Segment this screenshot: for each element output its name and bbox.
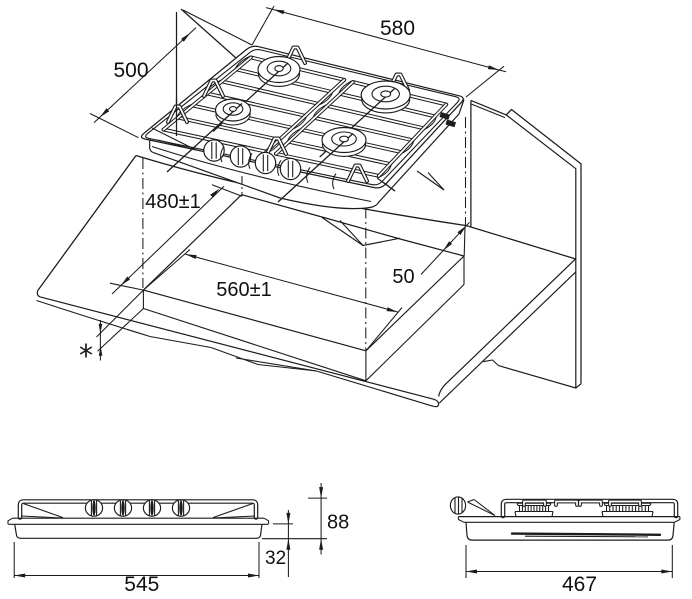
- svg-text:50: 50: [392, 266, 414, 288]
- svg-text:88: 88: [327, 512, 349, 534]
- svg-text:560±1: 560±1: [216, 279, 271, 301]
- svg-text:480±1: 480±1: [145, 191, 200, 213]
- svg-text:545: 545: [124, 573, 159, 594]
- svg-text:580: 580: [380, 17, 415, 40]
- svg-text:467: 467: [562, 573, 597, 594]
- svg-text:500: 500: [113, 59, 148, 82]
- svg-text:32: 32: [265, 548, 286, 569]
